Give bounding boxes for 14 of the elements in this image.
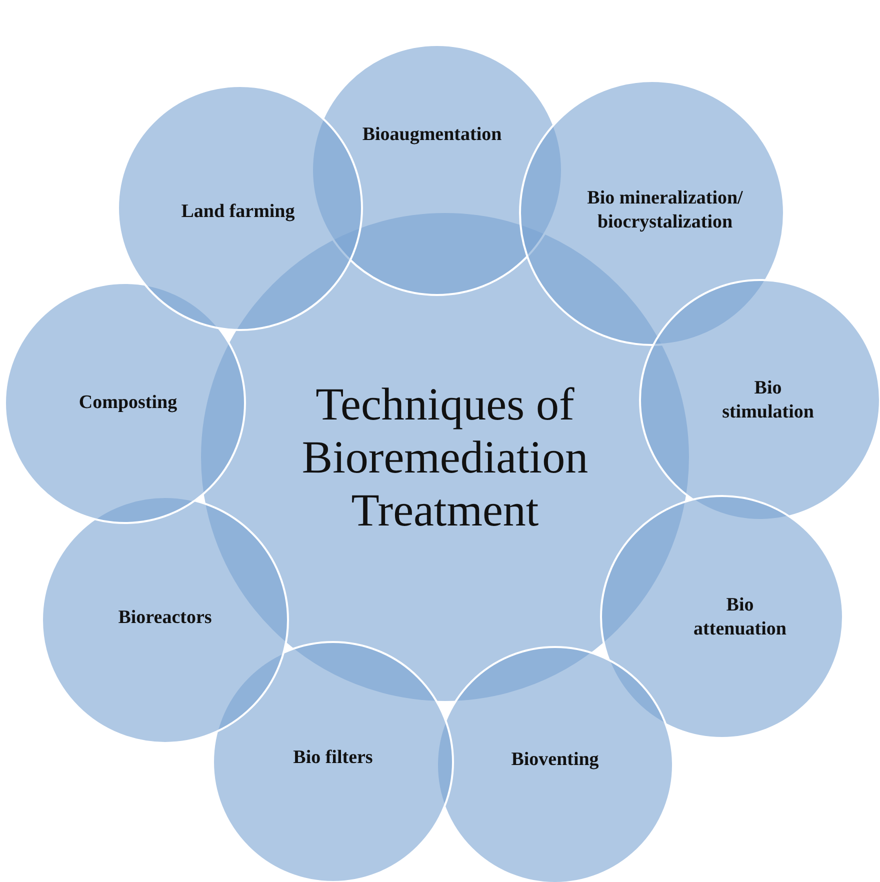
center-title: Techniques of Bioremediation Treatment: [300, 378, 590, 538]
technique-label: Land farming: [180, 200, 296, 224]
technique-label: Bioreactors: [117, 606, 213, 630]
technique-circle: [600, 495, 844, 739]
technique-label: Bio filters: [292, 746, 374, 770]
technique-circle: [519, 80, 785, 346]
technique-circle: [4, 282, 246, 524]
technique-label: Composting: [78, 391, 178, 415]
technique-circle: [117, 85, 363, 331]
technique-label: Bio stimulation: [721, 376, 815, 424]
technique-label: Bioventing: [510, 748, 600, 772]
technique-label: Bio attenuation: [692, 593, 788, 641]
technique-label: Bioaugmentation: [361, 123, 503, 147]
technique-label: Bio mineralization/ biocrystalization: [586, 186, 744, 234]
